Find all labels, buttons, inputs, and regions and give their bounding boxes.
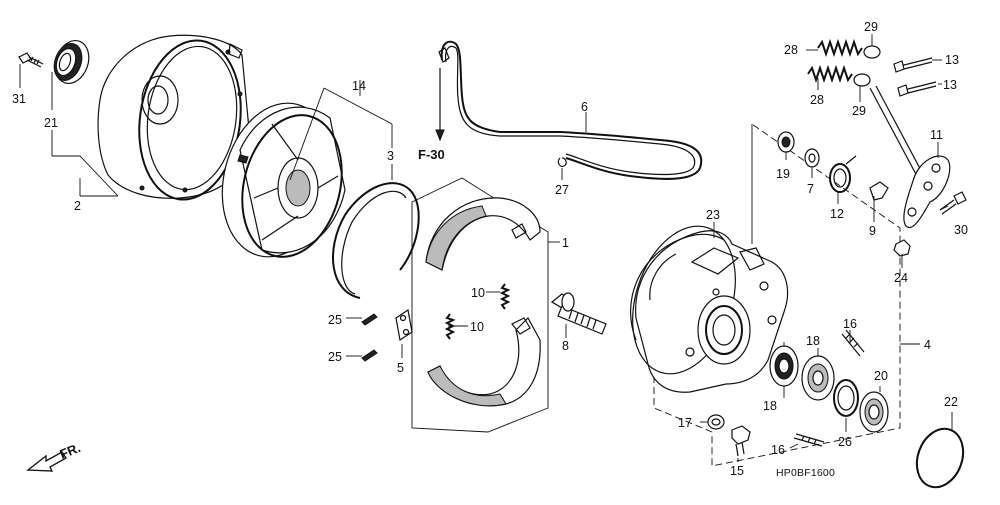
part-label-17: 17 xyxy=(678,416,692,430)
indicator-9-drawing xyxy=(869,181,889,201)
washer-17-drawing xyxy=(707,414,725,430)
return-spring-12-drawing xyxy=(829,155,857,193)
part-label-14: 14 xyxy=(352,79,366,93)
bearing-18-left-drawing xyxy=(769,345,799,387)
part-label-21: 21 xyxy=(44,116,58,130)
part-label-2: 2 xyxy=(74,199,81,213)
part-label-24: 24 xyxy=(894,271,908,285)
part-label-10b: 10 xyxy=(470,320,484,334)
part-label-10a: 10 xyxy=(471,286,485,300)
drum-cover-2-drawing xyxy=(97,34,251,201)
lever-arm-11-drawing xyxy=(869,85,951,229)
part-label-18a: 18 xyxy=(806,334,820,348)
brake-cable-6-drawing xyxy=(438,40,703,180)
part-label-30: 30 xyxy=(954,223,968,237)
part-label-13a: 13 xyxy=(945,53,959,67)
part-label-28b: 28 xyxy=(810,93,824,107)
part-label-29b: 29 xyxy=(852,104,866,118)
pins-25-drawing xyxy=(361,313,378,362)
part-label-26: 26 xyxy=(838,435,852,449)
part-label-7: 7 xyxy=(807,182,814,196)
brake-shoe-lower-drawing xyxy=(427,317,541,407)
plate-5-drawing xyxy=(395,308,413,342)
part-label-25b: 25 xyxy=(328,350,342,364)
brake-drum-14-drawing xyxy=(221,102,346,258)
part-label-12: 12 xyxy=(830,207,844,221)
o-ring-22-drawing xyxy=(915,427,965,489)
shoe-group-bracket xyxy=(411,177,549,433)
pins-13-drawing xyxy=(893,57,937,97)
nut-24-drawing xyxy=(893,239,911,257)
part-label-5: 5 xyxy=(397,361,404,375)
figure-code-label: HP0BF1600 xyxy=(776,467,835,479)
bolt-31-drawing xyxy=(18,52,44,68)
spring-28-bottom-drawing xyxy=(807,64,853,84)
part-label-1: 1 xyxy=(562,236,569,250)
part-label-18b: 18 xyxy=(763,399,777,413)
part-label-4: 4 xyxy=(924,338,931,352)
part-label-13b: 13 xyxy=(943,78,957,92)
part-label-29a: 29 xyxy=(864,20,878,34)
washer-7-drawing xyxy=(804,148,820,168)
part-label-22: 22 xyxy=(944,395,958,409)
reference-label-f30: F-30 xyxy=(418,147,445,162)
part-label-16a: 16 xyxy=(843,317,857,331)
clip-27-drawing xyxy=(557,157,567,167)
bearing-18-right-drawing xyxy=(801,355,835,401)
leader-lines xyxy=(19,34,953,462)
bolt-30-drawing xyxy=(939,191,967,215)
part-label-9: 9 xyxy=(869,224,876,238)
panel-group-bracket xyxy=(653,123,901,467)
part-label-6: 6 xyxy=(581,100,588,114)
spring-28-top-drawing xyxy=(817,38,863,58)
part-label-28a: 28 xyxy=(784,43,798,57)
brake-panel-4-drawing xyxy=(632,225,789,393)
part-label-19: 19 xyxy=(776,167,790,181)
stud-16-top-drawing xyxy=(841,329,865,357)
collar-29-drawing xyxy=(853,45,881,87)
bolt-15-drawing xyxy=(731,425,751,457)
part-label-3: 3 xyxy=(387,149,394,163)
part-label-25a: 25 xyxy=(328,313,342,327)
part-label-8: 8 xyxy=(562,339,569,353)
oil-seal-21-drawing xyxy=(53,40,90,84)
stud-16-bottom-drawing xyxy=(793,433,825,447)
front-direction-label: FR. xyxy=(58,440,83,462)
part-label-15: 15 xyxy=(730,464,744,478)
part-label-31: 31 xyxy=(12,92,26,106)
part-label-16b: 16 xyxy=(771,443,785,457)
brake-shoe-upper-drawing xyxy=(425,197,541,271)
part-label-20: 20 xyxy=(874,369,888,383)
camshaft-8-drawing xyxy=(550,292,607,335)
part-label-27: 27 xyxy=(555,183,569,197)
front-direction-arrow-icon xyxy=(26,451,67,472)
ring-26-drawing xyxy=(833,379,859,417)
snap-ring-3-drawing xyxy=(332,182,420,299)
washer-19-drawing xyxy=(777,131,795,153)
part-label-23: 23 xyxy=(706,208,720,222)
seal-20-drawing xyxy=(859,391,889,433)
arrow-head-f30 xyxy=(435,129,445,142)
part-label-11: 11 xyxy=(930,128,943,142)
